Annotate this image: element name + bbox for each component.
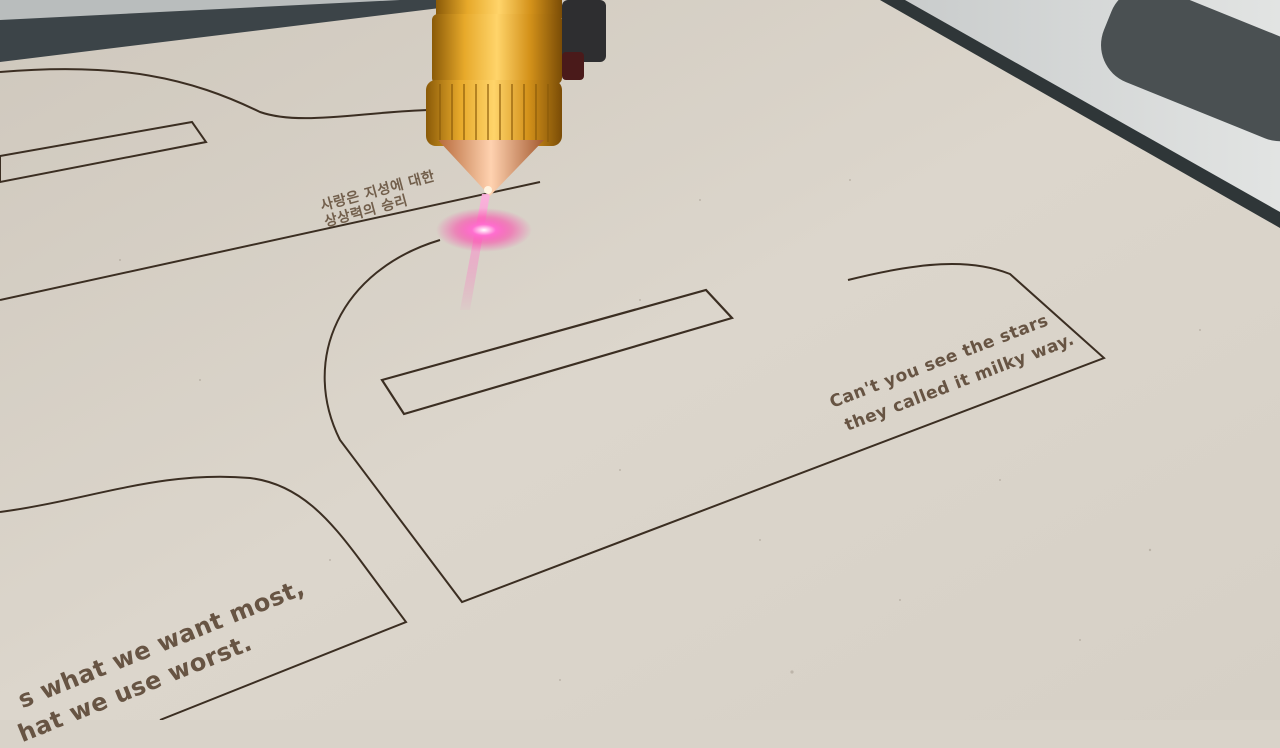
laser-cutter-scene: [0, 0, 1280, 720]
laser-spot: [436, 208, 532, 252]
mdf-board: [0, 0, 1280, 720]
laser-head: [426, 0, 606, 196]
slot-cut-left-top: [0, 120, 208, 184]
machine-frame-top: [0, 0, 440, 62]
nozzle-tip: [438, 140, 544, 196]
cut-line-bottom-left: [0, 475, 408, 720]
cut-line-middle: [323, 239, 1106, 604]
board-texture: [119, 179, 1201, 681]
frame-slot: [1101, 0, 1280, 142]
slot-cut-middle: [380, 288, 735, 416]
cut-line-left-top: [0, 68, 541, 301]
